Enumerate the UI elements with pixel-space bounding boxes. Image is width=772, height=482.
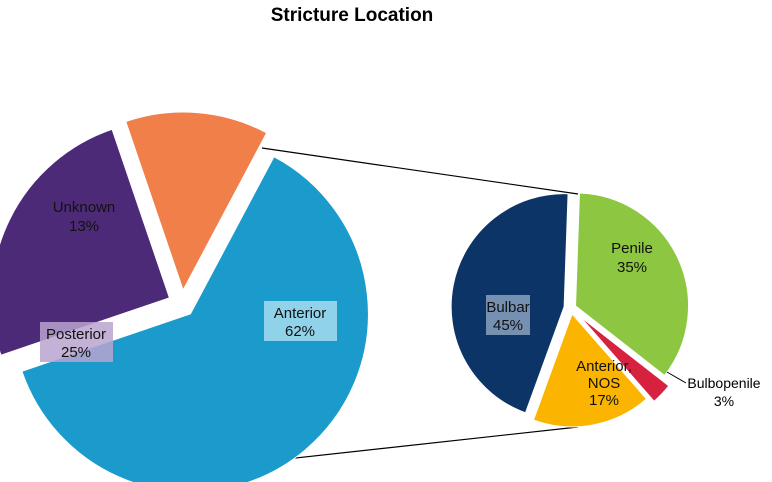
leader-line-bulbopenile	[666, 371, 687, 384]
main-pie	[0, 111, 369, 482]
label-box-bulbar	[486, 295, 530, 335]
slice-anterior	[21, 156, 369, 482]
slice-value-posterior: 25%	[61, 344, 91, 361]
slice-bulbopenile	[579, 315, 670, 402]
connector-line-top	[261, 147, 579, 195]
slice-label-anterior: Anterior	[274, 305, 327, 322]
slice-value-anterior: 62%	[285, 323, 315, 340]
slice-label-posterior: Posterior	[46, 326, 106, 343]
slice-penile	[575, 192, 690, 377]
slice-posterior	[0, 128, 171, 356]
slice-label-bulbopenile: Bulbopenile	[687, 375, 760, 391]
label-box-anterior	[264, 301, 337, 341]
chart-title: Stricture Location	[271, 5, 434, 26]
slice-value-penile: 35%	[617, 259, 647, 276]
slice-value-unknown: 13%	[69, 218, 99, 235]
label-anterior: Anterior 62%	[264, 301, 337, 341]
label-bulbar: Bulbar 45%	[486, 295, 530, 335]
slice-unknown	[125, 111, 268, 292]
label-box-posterior	[40, 322, 113, 362]
slice-label-bulbar: Bulbar	[486, 299, 529, 316]
slice-value-bulbopenile: 3%	[714, 393, 734, 409]
label-penile: Penile 35%	[611, 240, 653, 276]
slice-label-anterior-nos-line1: Anterior,	[576, 358, 632, 375]
slice-label-penile: Penile	[611, 240, 653, 257]
slice-label-unknown: Unknown	[53, 199, 116, 216]
slice-label-anterior-nos-line2: NOS	[588, 375, 621, 392]
label-posterior: Posterior 25%	[40, 322, 113, 362]
slice-value-bulbar: 45%	[493, 317, 523, 334]
label-anterior-nos: Anterior, NOS 17%	[576, 358, 632, 409]
label-bulbopenile: Bulbopenile 3%	[666, 371, 761, 409]
slice-anterior-nos	[532, 312, 648, 428]
slice-value-anterior-nos: 17%	[589, 392, 619, 409]
label-unknown: Unknown 13%	[53, 199, 116, 235]
detail-pie	[450, 192, 690, 428]
